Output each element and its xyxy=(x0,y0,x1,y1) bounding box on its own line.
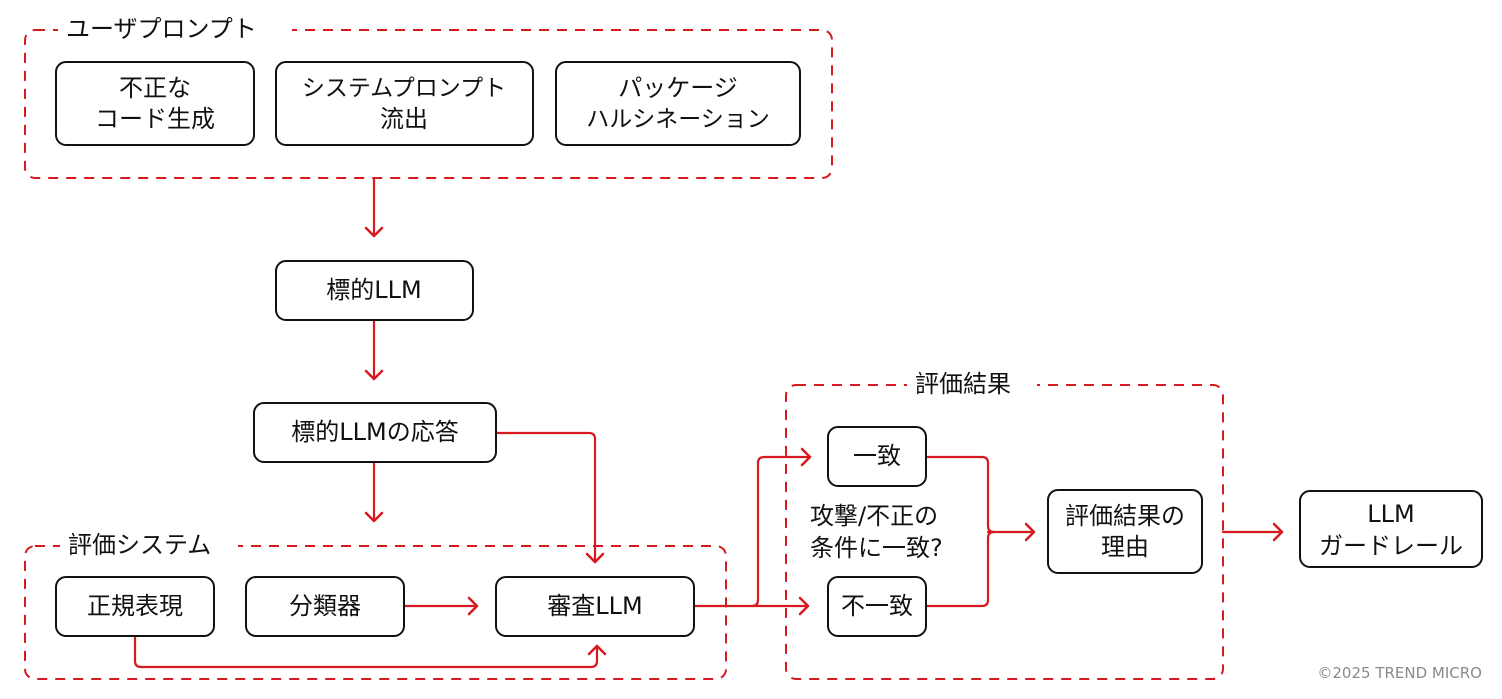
node-label: コード生成 xyxy=(95,105,215,133)
node-evaluation-reason: 評価結果の 理由 xyxy=(1047,489,1203,574)
edge-response-to-judge-llm xyxy=(494,431,597,564)
arrowhead-icon xyxy=(364,511,384,523)
group-label-bg xyxy=(907,369,1037,401)
node-label: 標的LLMの応答 xyxy=(291,418,458,446)
node-regex: 正規表現 xyxy=(55,576,215,637)
node-label: パッケージ xyxy=(618,74,738,102)
node-box xyxy=(827,576,927,637)
condition-label-line: 条件に一致? xyxy=(810,534,943,562)
node-box xyxy=(827,426,927,487)
node-match: 一致 xyxy=(827,426,927,487)
node-judge-llm: 審査LLM xyxy=(495,576,695,637)
arrowhead-icon xyxy=(364,226,384,238)
node-label: 評価結果の xyxy=(1065,502,1185,530)
condition-label-line: 攻撃/不正の xyxy=(810,502,938,530)
copyright-notice: ©2025 TREND MICRO xyxy=(1317,664,1482,682)
node-box xyxy=(55,576,215,637)
node-box xyxy=(275,260,474,321)
node-label: 標的LLM xyxy=(326,276,421,304)
arrowhead-icon xyxy=(587,644,607,656)
arrowhead-icon xyxy=(800,447,812,467)
node-label: システムプロンプト xyxy=(302,76,506,102)
group-user-prompt-border xyxy=(24,29,833,179)
node-label: ハルシネーション xyxy=(586,107,770,133)
node-label: 一致 xyxy=(853,442,901,470)
arrowhead-icon xyxy=(1024,522,1036,542)
node-label: ガードレール xyxy=(1319,532,1463,560)
node-label: 分類器 xyxy=(289,592,361,620)
node-target-llm: 標的LLM xyxy=(275,260,474,321)
group-evaluation-result: 評価結果 xyxy=(785,369,1224,680)
node-box xyxy=(1047,489,1203,574)
node-classifier: 分類器 xyxy=(245,576,405,637)
group-evaluation-result-label: 評価結果 xyxy=(915,370,1011,398)
node-box xyxy=(495,576,695,637)
node-label: 流出 xyxy=(380,105,428,133)
arrowhead-icon xyxy=(1272,522,1284,542)
group-label-bg xyxy=(58,14,292,46)
node-box xyxy=(555,61,801,146)
node-label: 不一致 xyxy=(841,592,913,620)
edges xyxy=(133,176,1284,669)
node-package-hallucination: パッケージ ハルシネーション xyxy=(555,61,801,146)
node-label: LLM xyxy=(1367,500,1414,528)
node-box xyxy=(245,576,405,637)
arrowhead-icon xyxy=(364,369,384,381)
node-label: 理由 xyxy=(1101,533,1149,561)
arrowhead-icon xyxy=(467,596,479,616)
node-malicious-code: 不正な コード生成 xyxy=(55,61,255,146)
node-no-match: 不一致 xyxy=(827,576,927,637)
node-llm-guardrail: LLM ガードレール xyxy=(1299,490,1483,568)
group-label-bg xyxy=(60,530,238,562)
node-label: 正規表現 xyxy=(87,592,183,620)
node-label: 審査LLM xyxy=(547,592,642,620)
condition-label: 攻撃/不正の 条件に一致? xyxy=(810,502,943,562)
node-box xyxy=(275,61,534,146)
node-box xyxy=(55,61,255,146)
node-box xyxy=(1299,490,1483,568)
arrowhead-icon xyxy=(798,596,810,616)
arrowhead-icon xyxy=(585,552,605,564)
node-system-prompt-leak: システムプロンプト 流出 xyxy=(275,61,534,146)
node-box xyxy=(253,402,497,463)
edge-regex-to-judge-llm xyxy=(133,634,599,669)
edge-judge-llm-to-match xyxy=(750,455,812,608)
group-user-prompt: ユーザプロンプト xyxy=(24,14,833,179)
group-evaluation-system-label: 評価システム xyxy=(68,531,211,559)
node-label: 不正な xyxy=(119,74,191,102)
group-user-prompt-label: ユーザプロンプト xyxy=(66,15,257,43)
group-evaluation-system: 評価システム xyxy=(24,530,727,680)
node-target-llm-response: 標的LLMの応答 xyxy=(253,402,497,463)
